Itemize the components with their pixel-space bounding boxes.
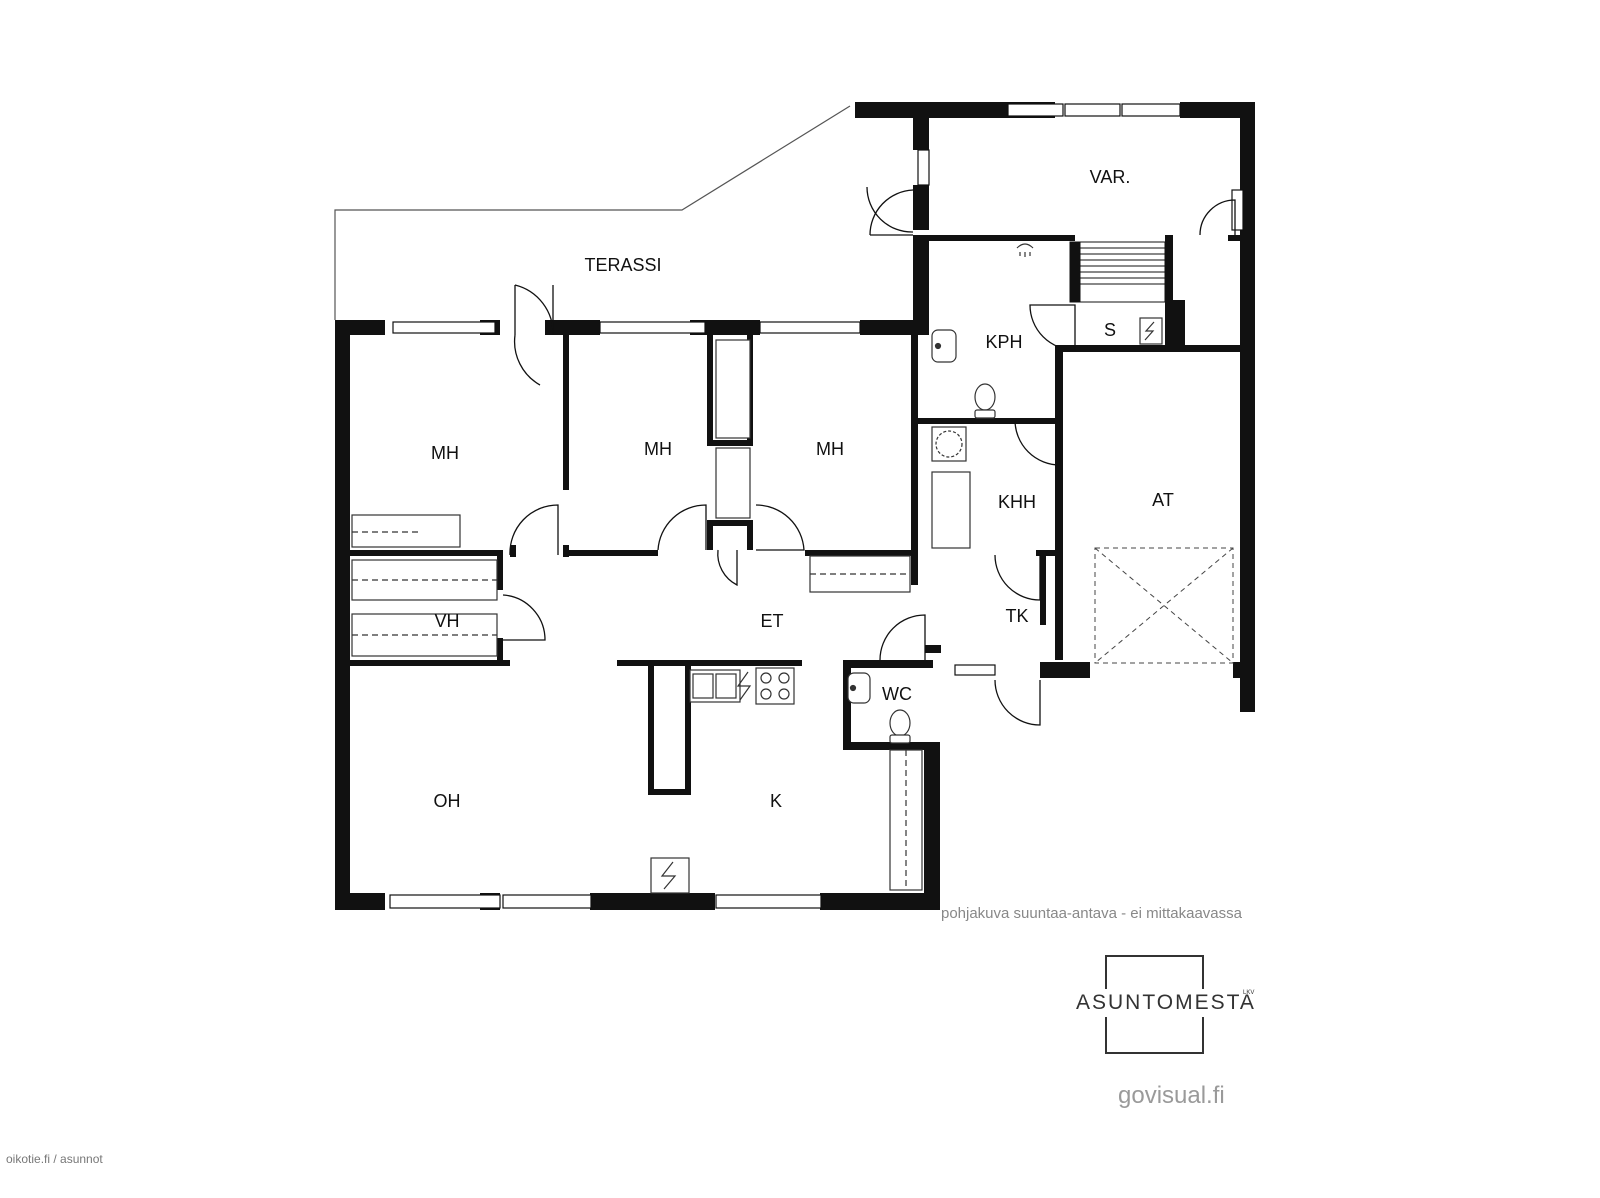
room-label-tk: TK bbox=[1005, 606, 1028, 626]
room-label-k: K bbox=[770, 791, 782, 811]
room-label-mh-3: MH bbox=[816, 439, 844, 459]
logo-wordmark: ASUNTOMESTA bbox=[1074, 989, 1258, 1017]
credit-link[interactable]: govisual.fi bbox=[1118, 1082, 1225, 1109]
room-label-var: VAR. bbox=[1090, 167, 1131, 187]
room-label-at: AT bbox=[1152, 490, 1174, 510]
terrace-outline bbox=[334, 105, 851, 320]
electric-panel-icon bbox=[650, 317, 1163, 894]
room-label-wc: WC bbox=[882, 684, 912, 704]
logo-suffix: LKV bbox=[1243, 990, 1255, 996]
closets bbox=[351, 339, 971, 891]
scale-disclaimer: pohjakuva suuntaa-antava - ei mittakaava… bbox=[940, 905, 1242, 922]
parking-marker bbox=[1094, 547, 1234, 664]
room-label-terassi: TERASSI bbox=[584, 255, 661, 275]
room-label-mh-2: MH bbox=[644, 439, 672, 459]
room-label-oh: OH bbox=[434, 791, 461, 811]
room-label-mh-1: MH bbox=[431, 443, 459, 463]
sauna-bench-icon bbox=[1069, 241, 1166, 303]
room-label-vh: VH bbox=[434, 611, 459, 631]
room-label-et: ET bbox=[760, 611, 783, 631]
source-watermark: oikotie.fi / asunnot bbox=[6, 1152, 103, 1166]
sink-icon bbox=[847, 329, 957, 704]
room-labels: TERASSI VAR. KPH S MH MH MH KHH AT VH ET… bbox=[431, 167, 1174, 811]
room-label-s: S bbox=[1104, 320, 1116, 340]
room-label-khh: KHH bbox=[998, 492, 1036, 512]
washing-machine-icon bbox=[931, 426, 967, 462]
doors bbox=[502, 186, 1236, 726]
toilet-icon bbox=[889, 383, 996, 744]
shower-icon bbox=[1016, 243, 1034, 257]
walls bbox=[335, 102, 1255, 910]
kitchen-sink-icon bbox=[689, 669, 752, 703]
windows bbox=[389, 103, 1244, 909]
room-label-kph: KPH bbox=[985, 332, 1022, 352]
stove-icon bbox=[755, 667, 795, 705]
